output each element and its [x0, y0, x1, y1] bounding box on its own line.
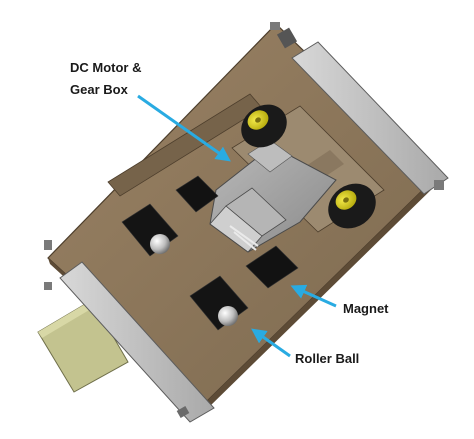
- magnet-block: [245, 245, 299, 289]
- roller-ball-left: [121, 203, 179, 257]
- roller-ball-bottom: [189, 275, 249, 331]
- callout-dc-motor: DC Motor & Gear Box: [70, 60, 231, 162]
- dc-motor-gearbox: [209, 139, 337, 253]
- drive-wheel-right: [328, 183, 376, 229]
- callout-roller-ball: Roller Ball: [251, 328, 359, 366]
- battery-pack: [37, 299, 129, 393]
- magnet-label: Magnet: [343, 301, 389, 316]
- callout-magnet: Magnet: [290, 284, 389, 316]
- drive-wheel-top: [241, 104, 287, 148]
- dc-motor-arrow: [137, 94, 231, 162]
- magnet-arrow: [290, 284, 337, 308]
- magnet-block-rear: [175, 175, 219, 213]
- dc-motor-label-line2: Gear Box: [70, 82, 129, 97]
- roller-ball-label: Roller Ball: [295, 351, 359, 366]
- right-rail: [270, 22, 449, 195]
- dc-motor-label-line1: DC Motor &: [70, 60, 142, 75]
- roller-ball-arrow: [251, 328, 291, 358]
- left-rail: [44, 240, 215, 423]
